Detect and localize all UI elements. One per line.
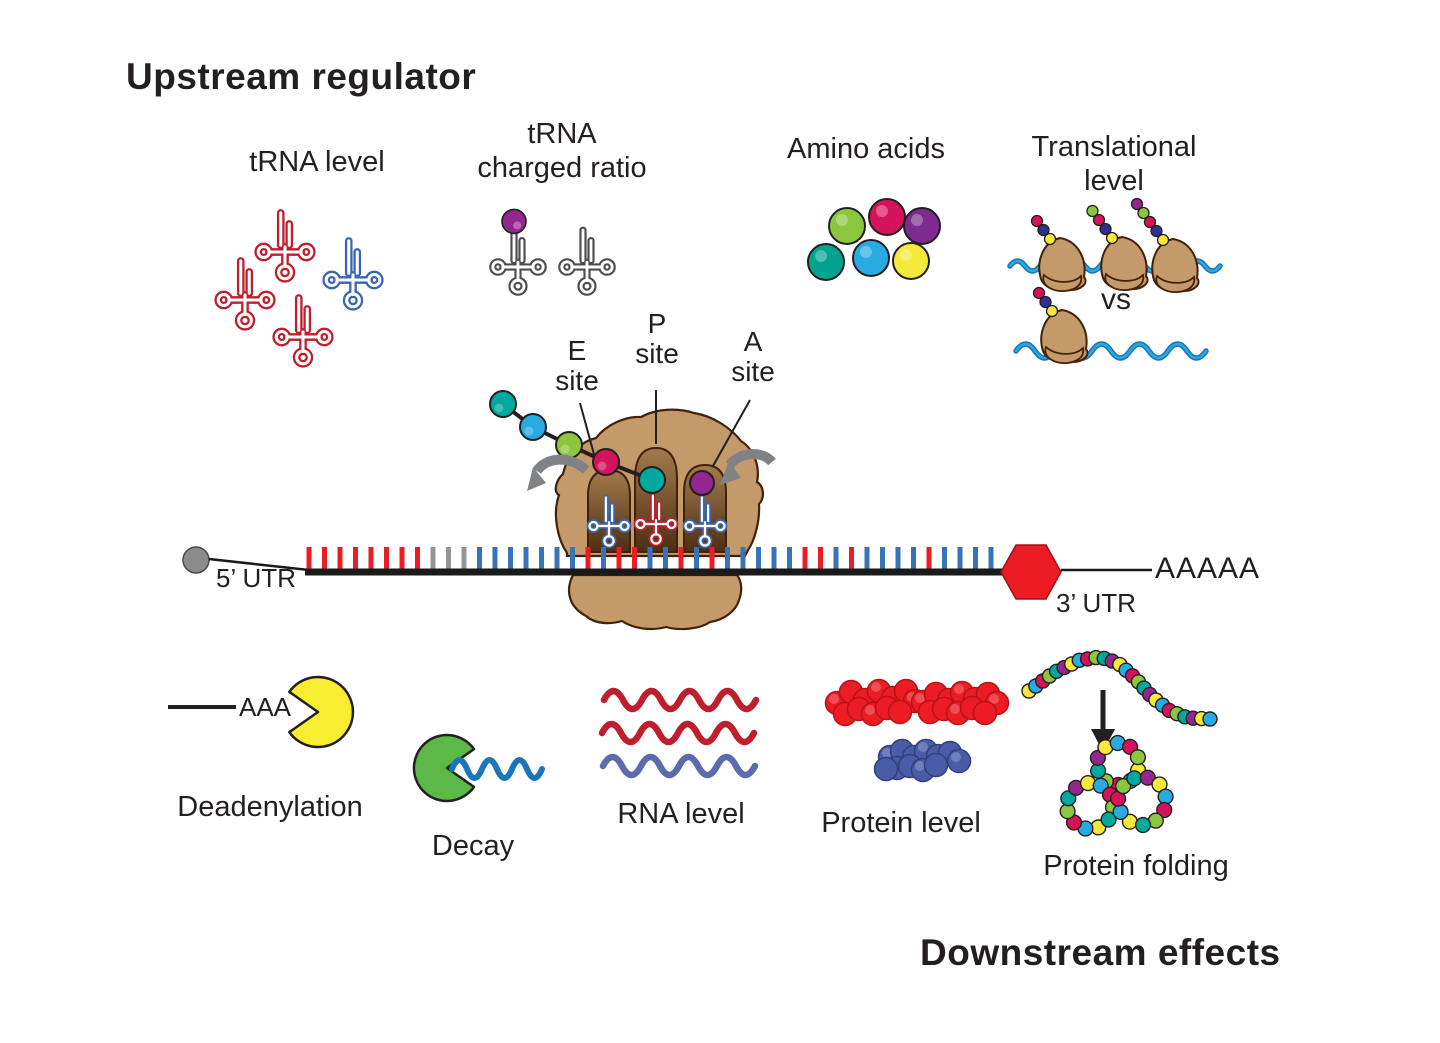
trna-icon <box>254 209 316 283</box>
protein-folding-label: Protein folding <box>1043 850 1229 882</box>
trna-icon <box>489 208 547 296</box>
amino-acids-label: Amino acids <box>787 133 945 165</box>
e-site-word: site <box>555 365 599 396</box>
e-site-label: E site <box>555 336 599 396</box>
downstream-title: Downstream effects <box>920 932 1281 973</box>
trna-charged-ratio-label-line2: charged ratio <box>477 152 647 184</box>
ribosome-icon <box>1032 286 1089 364</box>
a-site-word: site <box>731 356 775 387</box>
five-prime-cap <box>182 546 210 574</box>
protein-folding-group <box>1021 649 1218 837</box>
translational-level-label-line1: Translational <box>1031 131 1197 163</box>
trna-icon <box>586 494 632 549</box>
trna-icon <box>558 226 616 296</box>
deadenylation-group <box>168 675 355 749</box>
trna-icon <box>633 492 679 547</box>
a-site-pointer-line <box>712 399 751 467</box>
trna-charged-ratio-label-line1: tRNA <box>527 118 597 150</box>
e-site-letter: E <box>567 335 587 366</box>
translational-level-icons <box>1007 197 1223 364</box>
five-utr-label: 5’ UTR <box>216 563 296 593</box>
rna-level-waves <box>598 687 760 779</box>
a-site-letter: A <box>743 326 763 357</box>
trna-exit-arrow <box>527 454 590 491</box>
deadenylase-pacman-icon <box>288 675 355 749</box>
rna-level-label: RNA level <box>617 798 745 830</box>
peptide-bead-chain <box>1021 649 1218 727</box>
central-ribosome <box>489 390 776 631</box>
trna-level-icons <box>214 209 384 368</box>
folded-protein <box>1059 734 1174 837</box>
trna-charged-ratio-icons <box>489 208 616 296</box>
trna-level-label: tRNA level <box>249 146 385 178</box>
p-site-letter: P <box>647 308 667 339</box>
translational-level-label-line2: level <box>1084 165 1144 197</box>
protein-blob-red-1 <box>824 678 928 727</box>
five-utr-line <box>208 557 310 572</box>
nascent-peptide-chain <box>489 390 715 496</box>
unfolded-peptide-chain <box>1021 649 1218 727</box>
exonuclease-pacman-icon <box>412 733 476 803</box>
a-site-label: A site <box>731 327 775 387</box>
ribosome-small-subunit <box>568 573 743 631</box>
three-utr-label: 3’ UTR <box>1056 588 1136 618</box>
site-trnas <box>586 492 728 549</box>
p-site-label: P site <box>635 309 679 369</box>
protein-level-blobs <box>824 678 1010 783</box>
trna-entry-arrow <box>720 449 776 485</box>
stop-codon-hexagon <box>1000 544 1062 600</box>
trna-icon <box>682 494 728 549</box>
trna-icon <box>272 294 334 368</box>
codon-ticks <box>306 547 994 571</box>
ribosome-icon <box>1086 204 1149 291</box>
decay-label: Decay <box>431 830 515 862</box>
vs-label: vs <box>1101 283 1131 316</box>
deadenylation-label: Deadenylation <box>177 791 363 823</box>
protein-blob-blue <box>873 738 972 783</box>
ribosome-icon <box>1130 197 1200 293</box>
p-site-word: site <box>635 338 679 369</box>
decay-group <box>412 733 545 803</box>
e-site-pocket <box>587 468 631 553</box>
ribosome-icon <box>1030 214 1087 292</box>
polya-label: AAAAA <box>1155 552 1261 585</box>
trna-icon <box>322 237 384 311</box>
upstream-title: Upstream regulator <box>126 56 477 97</box>
protein-blob-red-2 <box>910 680 1010 726</box>
mrna <box>182 544 1152 600</box>
protein-level-label: Protein level <box>821 807 981 839</box>
amino-acid-beads <box>807 198 941 281</box>
aaa-tail-label: AAA <box>239 692 292 722</box>
trna-icon <box>214 257 276 331</box>
